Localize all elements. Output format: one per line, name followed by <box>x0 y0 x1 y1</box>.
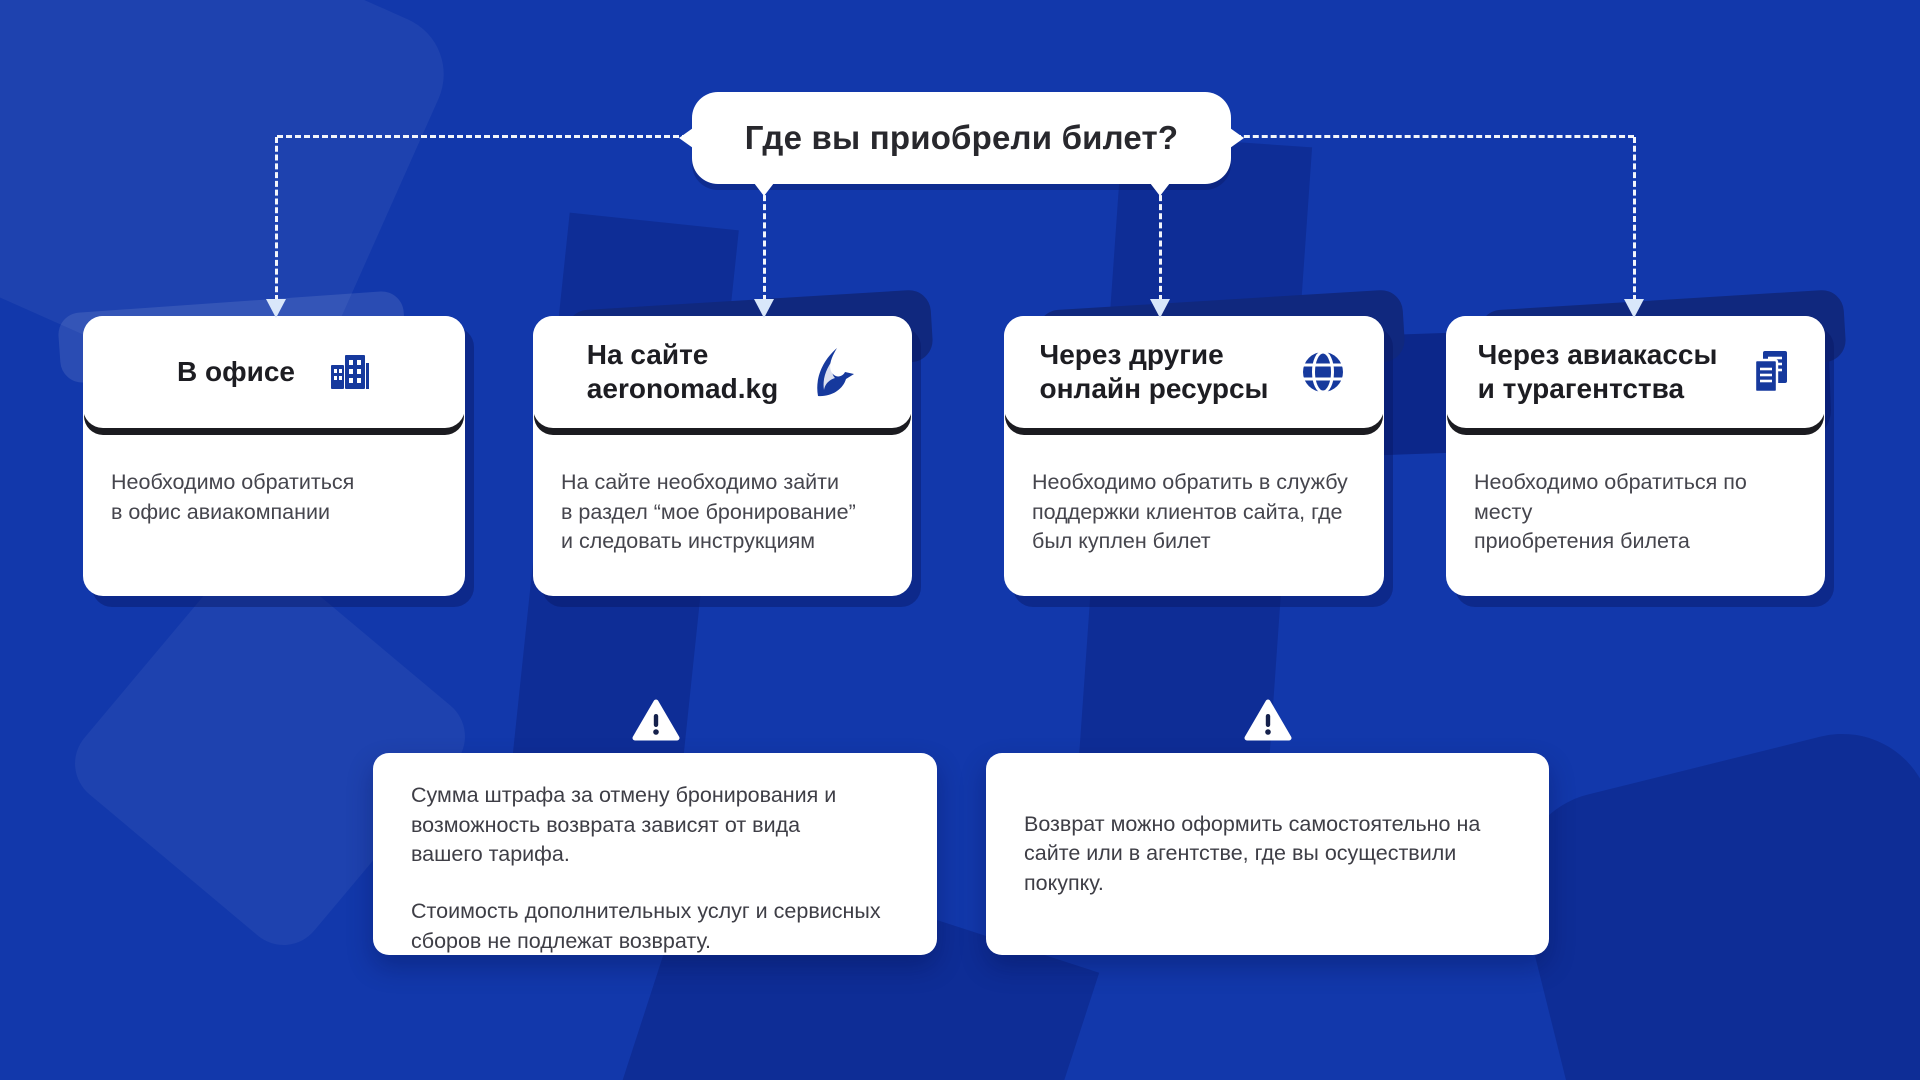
documents-icon <box>1747 347 1793 397</box>
warning-paragraph: Сумма штрафа за отмену бронирования и во… <box>411 783 837 867</box>
background-shape <box>1500 714 1920 1080</box>
card-heading: Через авиакассы и турагентства <box>1477 338 1718 404</box>
bubble-notch <box>679 128 693 148</box>
warning-note-tariff: Сумма штрафа за отмену бронирования и во… <box>373 753 937 955</box>
connector-line <box>1159 186 1162 301</box>
connector-line <box>1633 137 1636 301</box>
warning-triangle-icon <box>1244 699 1292 748</box>
connector-line <box>277 135 697 138</box>
office-building-icon <box>325 349 371 395</box>
connector-line <box>763 186 766 301</box>
warning-triangle-icon <box>632 699 680 748</box>
connector-line <box>1226 135 1634 138</box>
connector-arrow-icon <box>1624 299 1644 318</box>
warning-note-refund: Возврат можно оформить самостоятельно на… <box>986 753 1549 955</box>
question-title: Где вы приобрели билет? <box>744 119 1179 156</box>
option-card-online-resources: Через другие онлайн ресурсы Необходимо о… <box>1004 288 1406 596</box>
bubble-tail <box>1150 183 1170 196</box>
card-description: Необходимо обратить в службу поддержки к… <box>1032 470 1348 554</box>
card-heading: В офисе <box>177 355 295 387</box>
option-card-website: На сайте aeronomad.kg На сайте необходим… <box>533 288 934 596</box>
card-description: Необходимо обратиться в офис авиакомпани… <box>111 470 355 524</box>
connector-line <box>275 137 278 301</box>
card-header: В офисе <box>83 316 465 428</box>
card-header: На сайте aeronomad.kg <box>533 316 912 428</box>
connector-arrow-icon <box>1150 299 1170 318</box>
aeronomad-bird-logo-icon <box>808 344 858 400</box>
globe-icon <box>1298 347 1348 397</box>
card-description: На сайте необходимо зайти в раздел “мое … <box>561 470 856 554</box>
option-card-agencies: Через авиакассы и турагентства <box>1446 288 1847 596</box>
connector-arrow-icon <box>266 299 286 318</box>
warning-paragraph: Возврат можно оформить самостоятельно на… <box>1024 811 1481 895</box>
bubble-tail <box>754 183 774 196</box>
card-header: Через другие онлайн ресурсы <box>1004 316 1384 428</box>
option-card-office: В офисе Нео <box>56 290 465 596</box>
card-heading: На сайте aeronomad.kg <box>586 338 779 404</box>
bubble-notch <box>1230 128 1244 148</box>
card-heading: Через другие онлайн ресурсы <box>1039 338 1269 404</box>
warning-paragraph: Стоимость дополнительных услуг и сервисн… <box>411 898 881 953</box>
connector-arrow-icon <box>754 299 774 318</box>
question-bubble: Где вы приобрели билет? <box>679 92 1244 196</box>
card-description: Необходимо обратиться по месту приобрете… <box>1474 470 1747 554</box>
card-header: Через авиакассы и турагентства <box>1446 316 1825 428</box>
